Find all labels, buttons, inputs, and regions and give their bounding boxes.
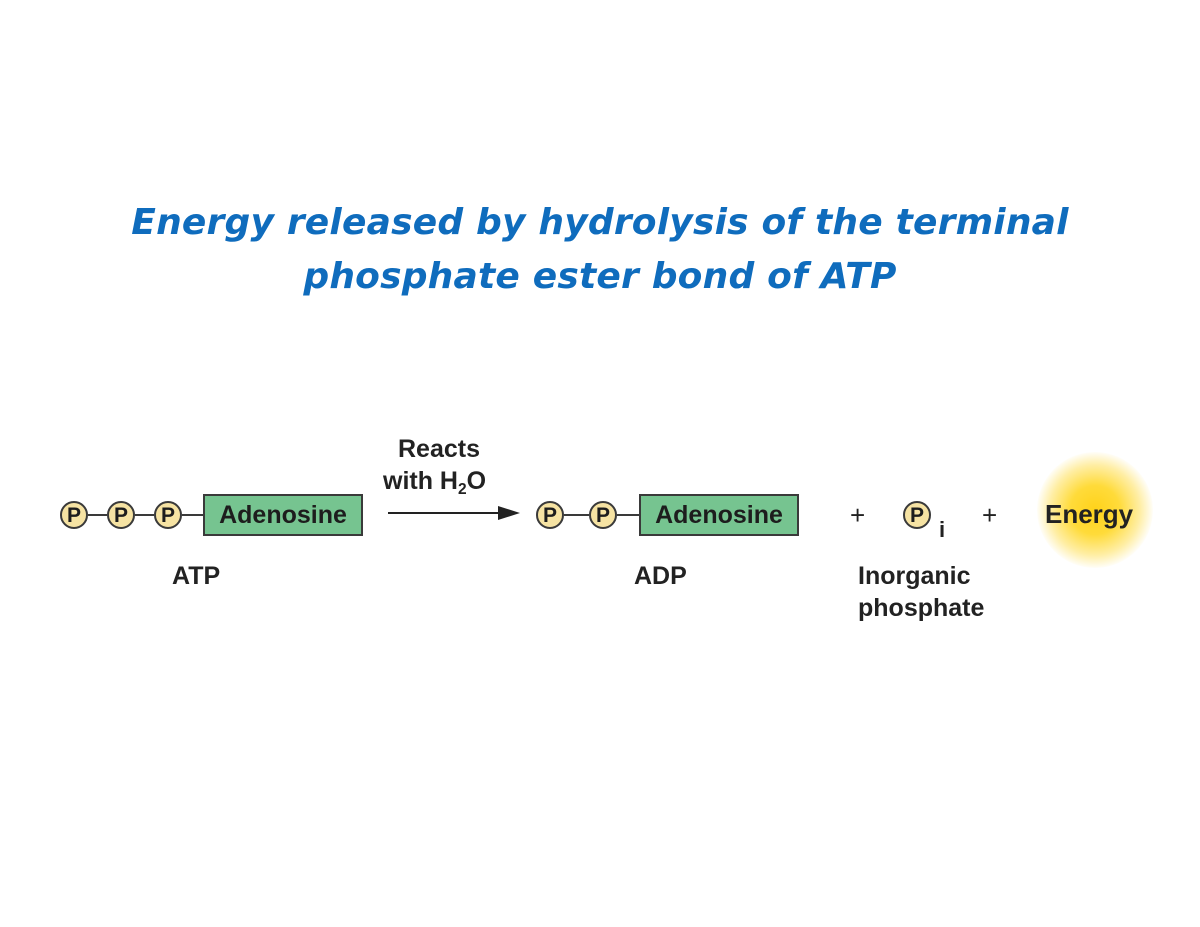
energy-glow-icon [1037, 452, 1153, 568]
atp-phosphate-3: P [154, 501, 182, 529]
plus-sign-2: + [982, 500, 998, 530]
slide-title: Energy released by hydrolysis of the ter… [0, 196, 1200, 304]
atp-phosphate-2: P [107, 501, 135, 529]
atp-label: ATP [172, 562, 221, 590]
title-line-1: Energy released by hydrolysis of the ter… [131, 202, 1069, 243]
pi-subscript: i [939, 517, 946, 542]
pi-phosphate: P [903, 501, 931, 529]
arrow-label-with-water: with H2O [383, 466, 486, 500]
adp-bond-1 [564, 514, 589, 516]
adp-adenosine-box: Adenosine [639, 494, 799, 536]
water-subscript: 2 [458, 481, 467, 499]
plus-sign-1: + [850, 500, 866, 530]
atp-phosphate-1: P [60, 501, 88, 529]
arrow-shaft [388, 512, 500, 514]
atp-bond-2 [135, 514, 154, 516]
atp-bond-1 [88, 514, 107, 516]
adp-bond-2 [617, 514, 639, 516]
water-text-prefix: with H [383, 467, 458, 495]
arrow-label-reacts: Reacts [398, 435, 480, 463]
adp-phosphate-1: P [536, 501, 564, 529]
adp-label: ADP [634, 562, 687, 590]
arrow-head-icon [498, 506, 520, 520]
atp-bond-3 [182, 514, 203, 516]
title-line-2: phosphate ester bond of ATP [303, 256, 897, 297]
pi-label-line-1: Inorganic [858, 562, 971, 590]
atp-adenosine-box: Adenosine [203, 494, 363, 536]
water-text-suffix: O [466, 467, 487, 495]
energy-label: Energy [1045, 499, 1134, 529]
adp-phosphate-2: P [589, 501, 617, 529]
pi-label-line-2: phosphate [858, 594, 985, 622]
